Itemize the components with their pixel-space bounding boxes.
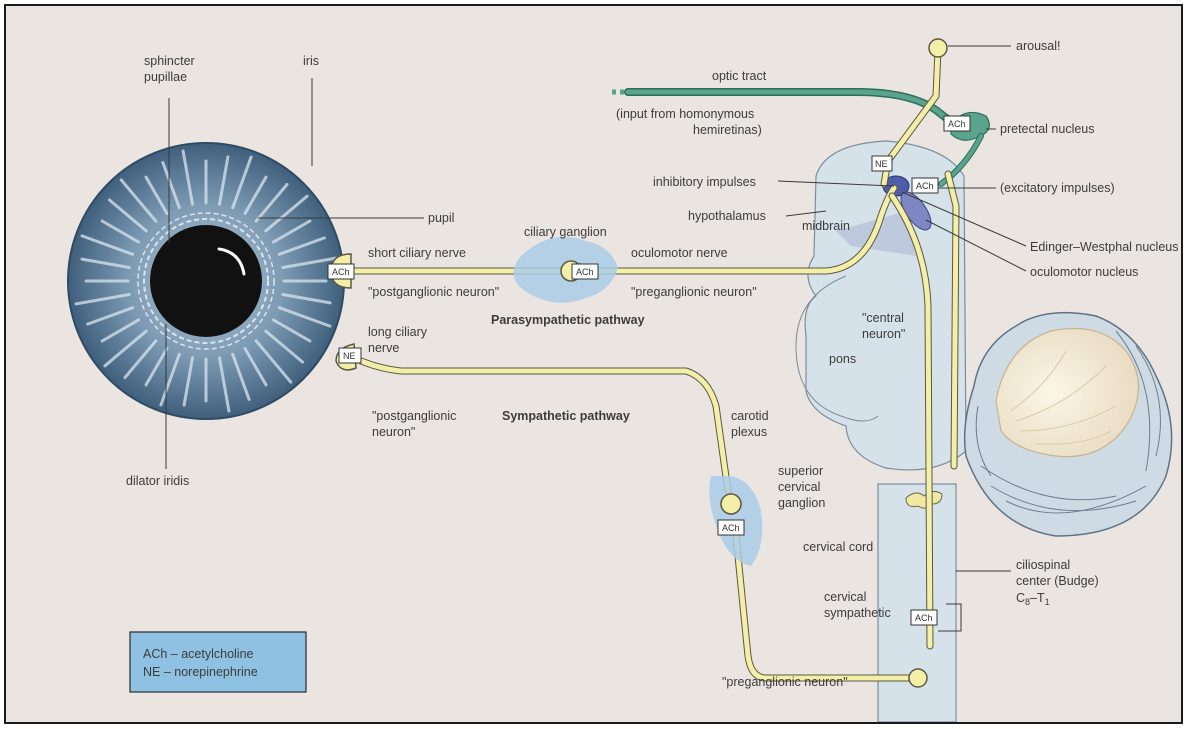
- ciliospinal-synapse: [909, 669, 927, 687]
- label-long-ciliary-1: long ciliary: [368, 325, 428, 339]
- label-cervical-sympathetic-1: cervical: [824, 590, 866, 604]
- label-cervical: cervical: [778, 480, 820, 494]
- tag-ach-ciliary: ACh: [576, 267, 594, 277]
- label-central-1: "central: [862, 311, 904, 325]
- label-postganglionic-symp-1: "postganglionic: [372, 409, 456, 423]
- label-preganglionic-para: "preganglionic neuron": [631, 285, 757, 299]
- label-optic-tract: optic tract: [712, 69, 767, 83]
- legend-ne: NE – norepinephrine: [143, 665, 258, 679]
- label-ciliary-ganglion: ciliary ganglion: [524, 225, 607, 239]
- label-carotid: carotid: [731, 409, 769, 423]
- tag-ne-brain: NE: [875, 159, 888, 169]
- label-ciliospinal-center: center (Budge): [1016, 574, 1099, 588]
- label-cervical-sympathetic-2: sympathetic: [824, 606, 891, 620]
- tag-ach-ew: ACh: [916, 181, 934, 191]
- label-pons: pons: [829, 352, 856, 366]
- label-excitatory: (excitatory impulses): [1000, 181, 1115, 195]
- label-sphincter: sphincter: [144, 54, 195, 68]
- tag-ach-scg: ACh: [722, 523, 740, 533]
- label-hypothalamus: hypothalamus: [688, 209, 766, 223]
- label-sympathetic-pathway: Sympathetic pathway: [502, 409, 630, 423]
- label-preganglionic-symp: "preganglionic neuron": [722, 675, 848, 689]
- label-ganglion: ganglion: [778, 496, 825, 510]
- label-postganglionic-para: "postganglionic neuron": [368, 285, 499, 299]
- legend-ach: ACh – acetylcholine: [143, 647, 254, 661]
- scg-body: [721, 494, 741, 514]
- label-pupil: pupil: [428, 211, 454, 225]
- label-inhibitory: inhibitory impulses: [653, 175, 756, 189]
- label-pretectal: pretectal nucleus: [1000, 122, 1095, 136]
- eye: [68, 143, 344, 419]
- legend: ACh – acetylcholine NE – norepinephrine: [130, 632, 306, 692]
- legend-box: [130, 632, 306, 692]
- label-edinger-westphal: Edinger–Westphal nucleus: [1030, 240, 1178, 254]
- label-input-2: hemiretinas): [693, 123, 762, 137]
- sympathetic-postganglionic: [361, 361, 728, 491]
- label-short-ciliary: short ciliary nerve: [368, 246, 466, 260]
- label-midbrain: midbrain: [802, 219, 850, 233]
- label-arousal: arousal!: [1016, 39, 1060, 53]
- label-ciliospinal: ciliospinal: [1016, 558, 1070, 572]
- label-oculomotor-nerve: oculomotor nerve: [631, 246, 728, 260]
- label-parasympathetic-pathway: Parasympathetic pathway: [491, 313, 645, 327]
- tag-ach-eye: ACh: [332, 267, 350, 277]
- cerebellum: [965, 313, 1172, 536]
- label-oculomotor-nucleus: oculomotor nucleus: [1030, 265, 1138, 279]
- label-dilator-iridis: dilator iridis: [126, 474, 189, 488]
- label-central-2: neuron": [862, 327, 905, 341]
- label-long-ciliary-2: nerve: [368, 341, 399, 355]
- label-superior: superior: [778, 464, 823, 478]
- arousal-body: [929, 39, 947, 57]
- ciliary-ganglion: [514, 237, 619, 303]
- label-pupillae: pupillae: [144, 70, 187, 84]
- label-plexus: plexus: [731, 425, 767, 439]
- label-cervical-cord: cervical cord: [803, 540, 873, 554]
- pupil-disc: [150, 225, 262, 337]
- label-postganglionic-symp-2: neuron": [372, 425, 415, 439]
- tag-ne-eye: NE: [343, 351, 356, 361]
- label-iris: iris: [303, 54, 319, 68]
- tag-ach-pretectal: ACh: [948, 119, 966, 129]
- pupillary-pathway-diagram: ACh ACh NE NE ACh ACh ACh ACh sphincter …: [6, 6, 1181, 722]
- label-ciliospinal-levels: C8–T1: [1016, 591, 1050, 607]
- tag-ach-spinal: ACh: [915, 613, 933, 623]
- ciliospinal-body: [909, 669, 927, 687]
- label-input-1: (input from homonymous: [616, 107, 754, 121]
- diagram-frame: ACh ACh NE NE ACh ACh ACh ACh sphincter …: [4, 4, 1183, 724]
